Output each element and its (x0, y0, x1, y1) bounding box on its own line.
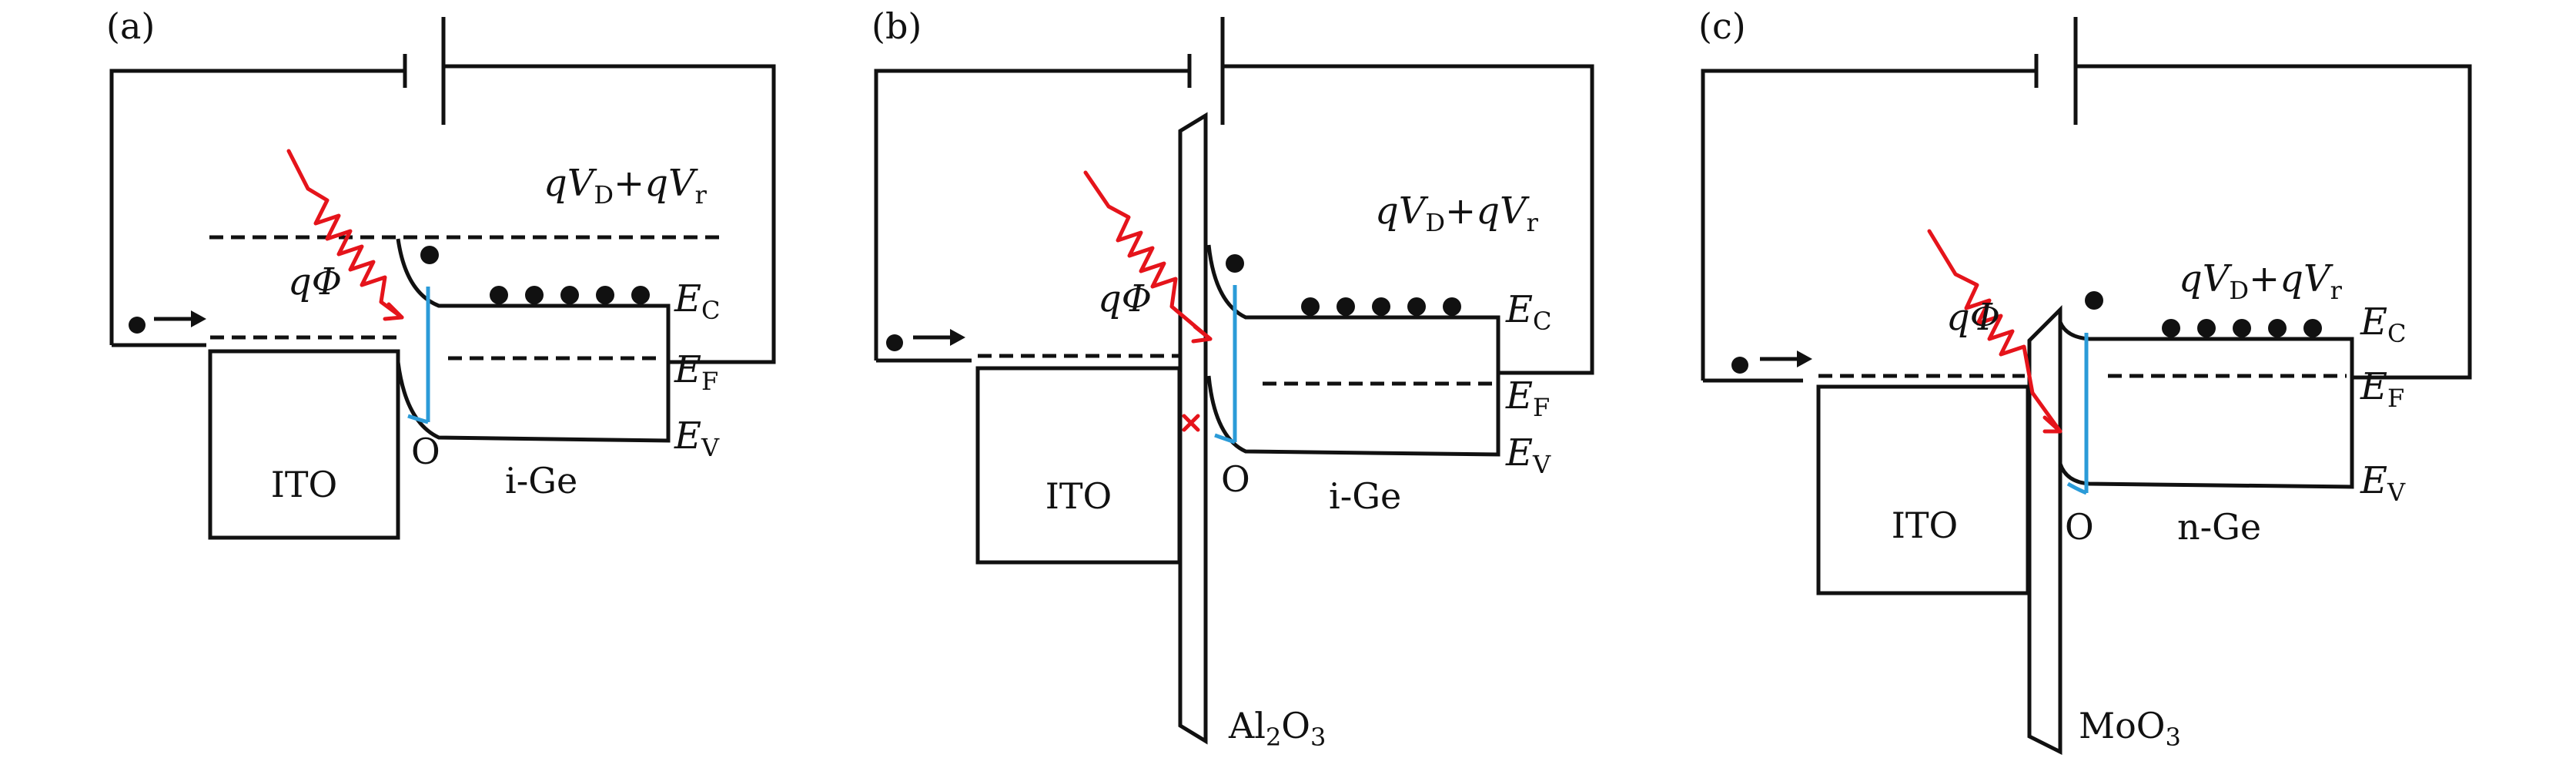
panel-a-hole-label: O (411, 431, 440, 472)
panel-a-tag: (a) (106, 5, 155, 47)
panel-a-voltage-label: qVD+qVr (544, 162, 708, 210)
panel-c: (c) ITO qVD+qVr qΦ EC EF EV O n-Ge (1698, 5, 2472, 756)
panel-b-circuit-left-wire (874, 69, 1189, 361)
panel-a-injection-arrowhead (191, 310, 206, 327)
panel-b-circuit-right-wire (1223, 64, 1594, 375)
panel-b-ec-label: EC (1505, 288, 1552, 336)
panel-c-photon-ray (1927, 229, 2062, 434)
panel-c-valence-band (2058, 377, 2354, 489)
panel-b-injection-arrowhead (950, 329, 965, 346)
panel-c-semiconductor-label: n-Ge (2177, 506, 2261, 548)
panel-a-hole-arrow (407, 414, 429, 424)
panel-c-ev-label: EV (2360, 459, 2406, 507)
panel-b-ev-label: EV (1505, 431, 1551, 479)
panel-c-cb-electron-2 (2197, 319, 2216, 337)
panel-a-cb-electron-2 (525, 286, 544, 304)
panel-a-ec-label: EC (674, 277, 721, 325)
panel-b-cb-electron-2 (1337, 297, 1355, 316)
panel-a-circuit-left-wire (109, 69, 405, 345)
panel-c-excited-electron (2085, 291, 2103, 310)
panel-b: (b) ITO qVD+qVr qΦ EC EF EV O (871, 5, 1594, 752)
panel-a-valence-band (396, 361, 671, 443)
panel-c-injection-arrowhead (1797, 350, 1812, 367)
panel-b-conduction-band (1206, 244, 1500, 373)
panel-a-ito-block (208, 349, 400, 540)
panel-b-photon-ray (1083, 170, 1213, 341)
panel-c-voltage-label: qVD+qVr (2179, 257, 2343, 305)
panel-c-hole-label: O (2065, 506, 2094, 548)
panel-b-semiconductor-label: i-Ge (1329, 475, 1401, 517)
panel-a-photon-arrowhead (383, 302, 404, 321)
panel-a-excited-electron (420, 246, 439, 264)
panel-b-blocked-hole-icon (1182, 414, 1200, 432)
panel-b-interlayer-label: Al2O3 (1228, 705, 1326, 752)
panel-c-ito-block (1816, 384, 2030, 595)
panel-c-circuit-left-wire (1701, 69, 2036, 381)
panel-b-hole-arrow (1214, 433, 1236, 444)
panel-b-ito-block (975, 366, 1182, 565)
panel-a-cb-electron-4 (596, 286, 614, 304)
panel-a-circuit-right-wire (443, 64, 776, 364)
panel-c-barrier-label: qΦ (1946, 296, 2000, 339)
panel-c-tag: (c) (1698, 5, 1746, 47)
panel-b-valence-band (1206, 373, 1500, 457)
panel-b-cb-electron-3 (1372, 297, 1390, 316)
panel-b-ef-label: EF (1505, 374, 1550, 422)
panel-b-injected-electron (886, 334, 903, 351)
panel-b-barrier-label: qΦ (1098, 277, 1152, 320)
panel-c-ec-label: EC (2360, 300, 2407, 348)
panel-a-photon-ray (286, 149, 404, 320)
panel-a-conduction-band (396, 238, 671, 362)
panel-b-cb-electron-1 (1301, 297, 1320, 316)
panel-a-ef-label: EF (674, 348, 718, 396)
panel-b-excited-electron (1226, 254, 1244, 273)
panel-a-injected-electron (129, 317, 146, 334)
panel-b-ito-label: ITO (1045, 475, 1112, 517)
panel-b-tag: (b) (871, 5, 922, 47)
panel-b-voltage-label: qVD+qVr (1375, 190, 1539, 237)
panel-c-photon-arrowhead (2042, 415, 2062, 434)
panel-c-interlayer-label: MoO3 (2079, 705, 2181, 752)
panel-c-ito-label: ITO (1892, 505, 1959, 546)
panel-c-hole-arrow (2066, 481, 2087, 495)
panel-a-semiconductor-label: i-Ge (505, 460, 577, 501)
panel-c-injected-electron (1731, 357, 1748, 374)
panel-a: (a) ITO qVD+ (106, 5, 776, 540)
panel-a-ev-label: EV (674, 414, 720, 462)
panel-c-interlayer-slab (2027, 304, 2062, 756)
panel-c-cb-electron-3 (2233, 319, 2251, 337)
panel-c-cb-electron-5 (2303, 319, 2322, 337)
panel-a-cb-electron-5 (631, 286, 650, 304)
panel-b-cb-electron-5 (1443, 297, 1461, 316)
panel-c-cb-electron-1 (2162, 319, 2180, 337)
panel-a-cb-electron-1 (490, 286, 508, 304)
panel-c-conduction-band (2058, 320, 2354, 377)
panel-b-photon-arrowhead (1191, 324, 1213, 344)
panel-c-circuit-right-wire (2076, 64, 2472, 380)
panel-c-ef-label: EF (2360, 365, 2404, 413)
panel-b-hole-label: O (1221, 458, 1250, 500)
panel-c-cb-electron-4 (2268, 319, 2287, 337)
panel-a-cb-electron-3 (560, 286, 579, 304)
panel-b-interlayer-slab (1178, 112, 1208, 745)
panel-a-ito-label: ITO (271, 464, 338, 505)
panel-b-cb-electron-4 (1407, 297, 1426, 316)
panel-a-barrier-label: qΦ (288, 260, 342, 304)
